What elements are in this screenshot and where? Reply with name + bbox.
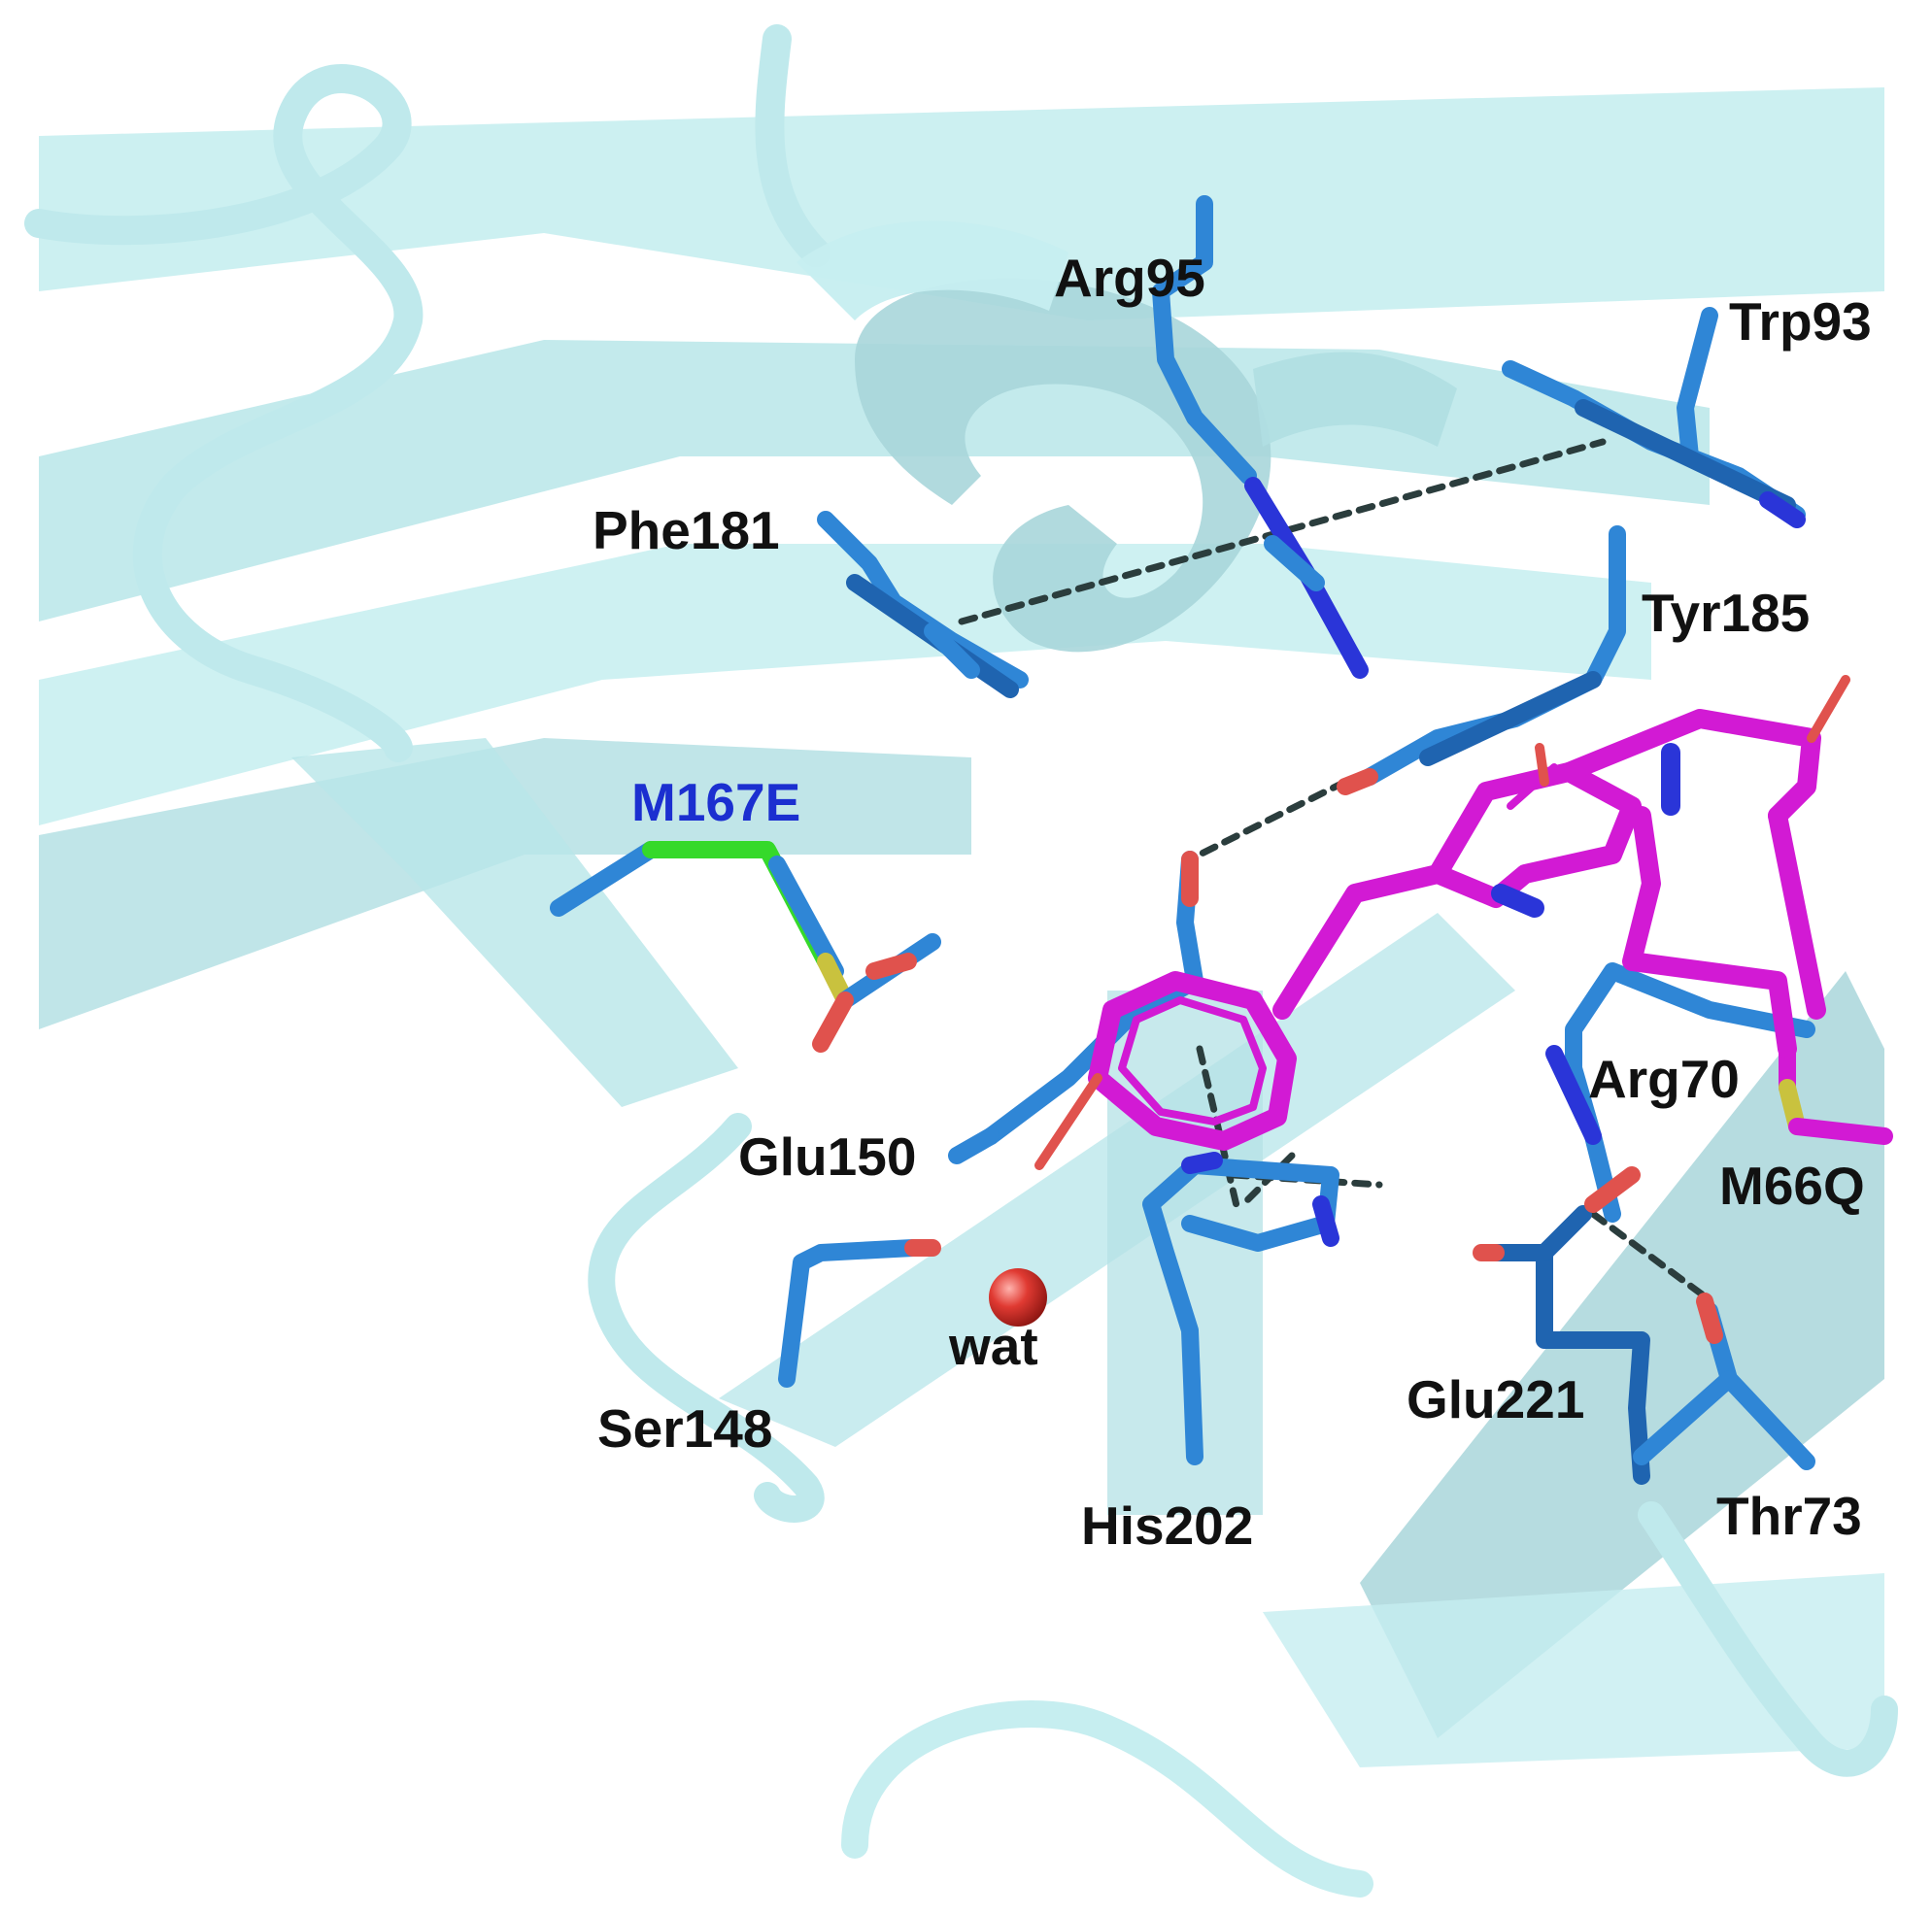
label-phe181: Phe181 bbox=[593, 500, 780, 560]
trp93-sticks bbox=[1502, 307, 1806, 528]
label-arg95: Arg95 bbox=[1054, 248, 1205, 308]
hbond-phe181-trp93 bbox=[958, 438, 1607, 625]
label-trp93: Trp93 bbox=[1729, 291, 1872, 352]
arg70-sticks bbox=[1545, 962, 1815, 1223]
hbond-tyr185-chromophore bbox=[1186, 778, 1349, 863]
label-m167e: M167E bbox=[631, 772, 800, 832]
beta-strand-top bbox=[39, 87, 1884, 320]
beta-strand-lower-left bbox=[39, 738, 971, 1029]
beta-strand-right bbox=[1360, 971, 1884, 1738]
sheet-arrow-left bbox=[291, 738, 738, 1107]
helix-side bbox=[1253, 352, 1457, 447]
tyr185-sticks bbox=[1337, 525, 1626, 795]
label-tyr185: Tyr185 bbox=[1642, 583, 1810, 643]
coil-bottom-right bbox=[1638, 1501, 1898, 1777]
label-m66q: M66Q bbox=[1719, 1156, 1865, 1216]
label-wat: wat bbox=[948, 1316, 1038, 1376]
glu150-sticks bbox=[948, 851, 1203, 1164]
ser148-sticks bbox=[778, 1239, 941, 1388]
coil-bottom bbox=[841, 1700, 1373, 1898]
label-glu221: Glu221 bbox=[1407, 1369, 1584, 1429]
beta-strand-middle bbox=[39, 544, 1651, 825]
helix-front-band bbox=[797, 220, 1068, 320]
label-thr73: Thr73 bbox=[1716, 1486, 1862, 1546]
water-molecule bbox=[989, 1268, 1047, 1327]
phe181-sticks bbox=[817, 511, 1029, 698]
label-arg70: Arg70 bbox=[1588, 1049, 1740, 1109]
glu221-sticks bbox=[1473, 1166, 1650, 1485]
his202-sticks bbox=[1142, 1152, 1339, 1465]
coil-lower-left bbox=[588, 1113, 825, 1523]
chromophore bbox=[1034, 675, 1850, 1170]
residue-labels: Arg95 Trp93 Phe181 Tyr185 M167E Glu150 A… bbox=[593, 248, 1872, 1556]
arg95-sticks bbox=[1152, 195, 1369, 679]
label-glu150: Glu150 bbox=[738, 1126, 916, 1187]
beta-strand-vertical bbox=[1107, 991, 1263, 1515]
thr73-sticks bbox=[1633, 1293, 1815, 1470]
hbond-glu221-thr73 bbox=[1589, 1210, 1709, 1300]
coil-top-center bbox=[755, 24, 830, 267]
coil-top-left bbox=[24, 64, 424, 762]
protein-cartoon bbox=[24, 24, 1898, 1898]
label-his202: His202 bbox=[1081, 1495, 1253, 1556]
label-ser148: Ser148 bbox=[597, 1398, 772, 1459]
residue-sticks bbox=[550, 195, 1893, 1485]
m167e-sticks bbox=[550, 841, 941, 1053]
